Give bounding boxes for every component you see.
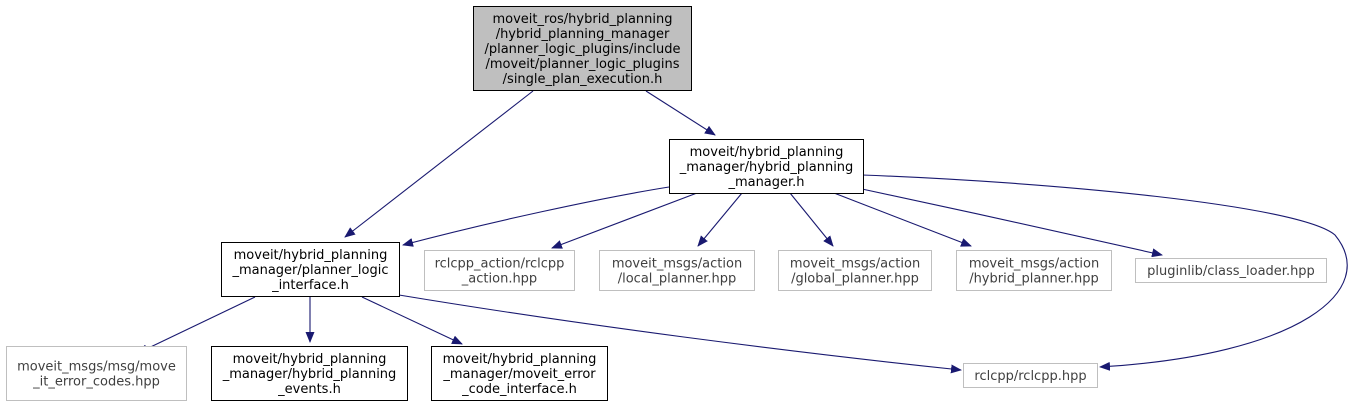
node-label-line: moveit/hybrid_planning xyxy=(690,145,844,160)
node-move_it_error_codes[interactable]: moveit_msgs/msg/move_it_error_codes.hpp xyxy=(6,346,187,401)
node-label-line: _manager/moveit_error xyxy=(442,367,596,382)
node-rclcpp[interactable]: rclcpp/rclcpp.hpp xyxy=(963,363,1098,388)
node-label-line: moveit/hybrid_planning xyxy=(234,248,388,263)
node-label-line: moveit_msgs/action xyxy=(612,257,742,272)
node-label-line: moveit_msgs/action xyxy=(969,257,1099,272)
node-label-line: moveit_msgs/action xyxy=(790,257,920,272)
node-label-line: _manager/planner_logic xyxy=(231,263,388,278)
node-rclcpp_action[interactable]: rclcpp_action/rclcpp_action.hpp xyxy=(424,250,575,291)
node-label-line: moveit/hybrid_planning xyxy=(233,352,387,367)
node-box-hp_events xyxy=(211,346,408,401)
edge-hpm-to-rclcpp_action xyxy=(551,192,698,249)
node-label-line: _it_error_codes.hpp xyxy=(32,375,160,390)
edge-root-to-pli xyxy=(344,90,534,238)
node-label-line: moveit_ros/hybrid_planning xyxy=(493,12,673,27)
nodes-layer: moveit_ros/hybrid_planning/hybrid_planni… xyxy=(6,6,1327,401)
node-label-line: /hybrid_planning_manager xyxy=(496,27,670,42)
node-label-line: rclcpp/rclcpp.hpp xyxy=(974,369,1086,384)
node-hybrid_planner[interactable]: moveit_msgs/action/hybrid_planner.hpp xyxy=(956,250,1112,291)
node-hpm[interactable]: moveit/hybrid_planning_manager/hybrid_pl… xyxy=(669,139,864,194)
node-box-pli xyxy=(221,242,400,297)
node-label-line: /moveit/planner_logic_plugins xyxy=(486,57,680,72)
node-label-line: _events.h xyxy=(277,382,341,397)
node-label-line: _manager/hybrid_planning xyxy=(679,160,854,175)
node-hp_events[interactable]: moveit/hybrid_planning_manager/hybrid_pl… xyxy=(211,346,408,401)
node-global_planner[interactable]: moveit_msgs/action/global_planner.hpp xyxy=(778,250,932,291)
edge-pli-to-move_it_error_codes xyxy=(137,296,256,354)
node-label-line: moveit/hybrid_planning xyxy=(443,352,597,367)
node-root: moveit_ros/hybrid_planning/hybrid_planni… xyxy=(473,6,692,91)
node-class_loader[interactable]: pluginlib/class_loader.hpp xyxy=(1135,258,1327,283)
edge-pli-to-error_code_iface xyxy=(361,296,463,345)
node-box-hybrid_planner xyxy=(956,250,1112,291)
node-label-line: /global_planner.hpp xyxy=(791,272,919,287)
node-box-rclcpp_action xyxy=(424,250,575,291)
node-box-root xyxy=(473,6,692,91)
node-box-global_planner xyxy=(778,250,932,291)
node-label-line: _manager.h xyxy=(727,175,804,190)
node-box-error_code_iface xyxy=(431,346,608,401)
node-label-line: /single_plan_execution.h xyxy=(503,72,663,87)
edge-root-to-hpm xyxy=(645,90,716,136)
edge-hpm-to-rclcpp xyxy=(861,174,1348,371)
edge-hpm-to-local_planner xyxy=(697,192,743,247)
node-label-line: /planner_logic_plugins/include xyxy=(484,42,680,57)
node-label-line: _action.hpp xyxy=(461,272,537,287)
node-local_planner[interactable]: moveit_msgs/action/local_planner.hpp xyxy=(599,250,755,291)
edges-layer xyxy=(137,90,1348,374)
node-label-line: moveit_msgs/msg/move xyxy=(17,360,176,375)
node-label-line: _interface.h xyxy=(271,278,349,293)
edge-pli-to-rclcpp xyxy=(398,294,962,374)
node-box-class_loader xyxy=(1135,258,1327,283)
node-label-line: /hybrid_planner.hpp xyxy=(969,272,1099,287)
node-pli[interactable]: moveit/hybrid_planning_manager/planner_l… xyxy=(221,242,400,297)
node-label-line: rclcpp_action/rclcpp xyxy=(435,257,565,272)
node-label-line: _code_interface.h xyxy=(461,382,577,397)
node-error_code_iface[interactable]: moveit/hybrid_planning_manager/moveit_er… xyxy=(431,346,608,401)
edge-hpm-to-pli xyxy=(402,186,670,247)
node-box-rclcpp xyxy=(963,363,1098,388)
node-box-local_planner xyxy=(599,250,755,291)
edge-hpm-to-hybrid_planner xyxy=(833,192,972,247)
node-box-move_it_error_codes xyxy=(6,346,187,401)
node-box-hpm xyxy=(669,139,864,194)
edge-hpm-to-class_loader xyxy=(861,188,1163,258)
node-label-line: pluginlib/class_loader.hpp xyxy=(1147,264,1315,279)
node-label-line: _manager/hybrid_planning xyxy=(222,367,397,382)
node-label-line: /local_planner.hpp xyxy=(618,272,737,287)
edge-hpm-to-global_planner xyxy=(789,192,834,247)
